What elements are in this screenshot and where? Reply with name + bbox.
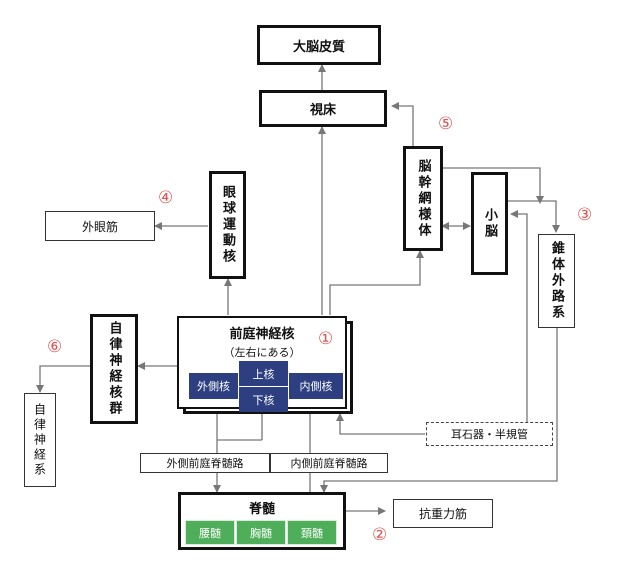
lateral-tract-label: 外側前庭脊髄路 [166, 457, 244, 470]
thoracic-segment: 胸髄 [236, 520, 286, 545]
vestibular-nucleus-label: 前庭神経核 [229, 327, 295, 342]
marker-5: ⑤ [438, 114, 454, 134]
antigravity-label: 抗重力筋 [418, 507, 467, 521]
thalamus-label: 視床 [309, 103, 336, 118]
medial-tract-box: 内側前庭脊髄路 [270, 453, 388, 473]
autonomic-nerves-label: 自律神経系 [32, 402, 47, 478]
thalamus-box: 視床 [259, 90, 387, 127]
vestibular-nucleus-note: （左右にある） [223, 346, 301, 359]
lateral-tract-box: 外側前庭脊髄路 [140, 453, 270, 473]
cerebellum-label: 小脳 [482, 207, 497, 240]
inferior-nucleus: 下核 [239, 387, 288, 412]
cortex-label: 大脳皮質 [292, 39, 345, 55]
cortex-box: 大脳皮質 [257, 25, 381, 65]
medial-nucleus: 内側核 [289, 373, 343, 399]
extrapyramidal-box: 錐体外路系 [538, 234, 575, 328]
marker-2: ② [372, 525, 388, 545]
oculomotor-nucleus-box: 眼球運動核 [209, 171, 246, 279]
lumbar-segment: 腰髄 [185, 520, 235, 545]
extrapyramidal-label: 錐体外路系 [549, 241, 564, 321]
autonomic-nuclei-box: 自律神経核群 [90, 314, 138, 424]
brainstem-reticular-label: 脳幹網様体 [415, 158, 431, 239]
extraocular-muscle-label: 外眼筋 [81, 219, 118, 234]
marker-1: ① [318, 329, 334, 349]
autonomic-nerves-box: 自律神経系 [24, 393, 56, 487]
medial-tract-label: 内側前庭脊髄路 [290, 457, 368, 470]
otolith-box: 耳石器・半規管 [426, 422, 553, 446]
marker-3: ③ [577, 205, 593, 225]
marker-4: ④ [158, 188, 174, 208]
cervical-segment: 頚髄 [287, 520, 337, 545]
brainstem-reticular-box: 脳幹網様体 [403, 146, 443, 251]
antigravity-box: 抗重力筋 [393, 499, 493, 528]
superior-nucleus: 上核 [239, 361, 288, 386]
marker-6: ⑥ [47, 337, 63, 357]
cerebellum-box: 小脳 [471, 172, 508, 275]
lateral-nucleus: 外側核 [189, 373, 238, 399]
extraocular-muscle-box: 外眼筋 [45, 211, 155, 241]
spinal-cord-label: 脊髄 [248, 502, 275, 517]
autonomic-nuclei-label: 自律神経核群 [106, 321, 122, 417]
otolith-label: 耳石器・半規管 [451, 428, 528, 441]
oculomotor-nucleus-label: 眼球運動核 [220, 185, 235, 265]
